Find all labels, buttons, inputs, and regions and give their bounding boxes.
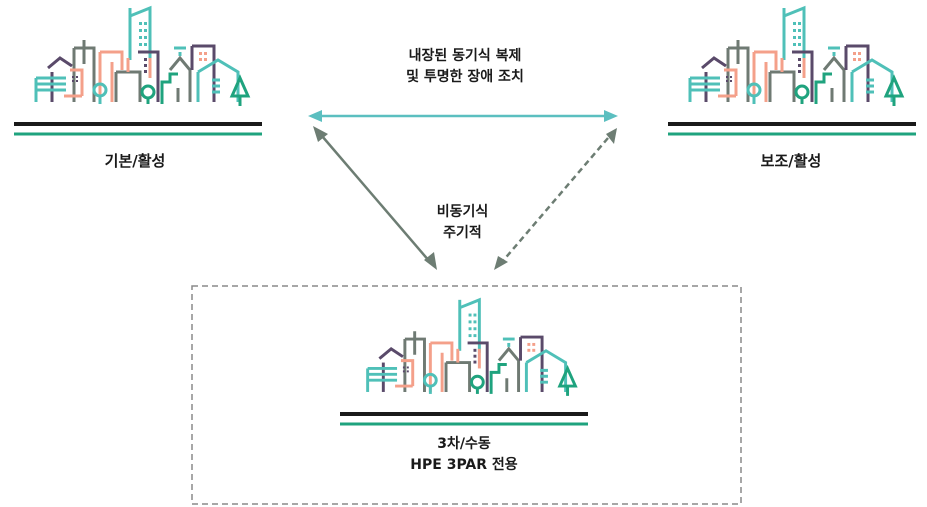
sync-link-label: 내장된 동기식 복제 및 투명한 장애 조치 (360, 46, 570, 88)
tertiary-site-label: 3차/수동 HPE 3PAR 전용 (384, 434, 544, 476)
async-replication-arrow (313, 126, 437, 270)
sync-link-label-line2: 및 투명한 장애 조치 (406, 69, 524, 85)
async-link-label-line1: 비동기식 (436, 204, 489, 220)
primary-city-illustration (34, 6, 250, 108)
tertiary-city-illustration (366, 298, 577, 398)
secondary-site-label: 보조/활성 (760, 152, 822, 170)
tertiary-site-box (191, 285, 742, 505)
sync-link-label-line1: 내장된 동기식 복제 (408, 48, 522, 64)
secondary-city-illustration (688, 6, 904, 108)
primary-site-label: 기본/활성 (104, 152, 166, 170)
async-link-label-line2: 주기적 (443, 225, 482, 241)
tertiary-site-label-line2: HPE 3PAR 전용 (410, 457, 518, 473)
async-link-label: 비동기식 주기적 (400, 202, 525, 244)
sync-replication-arrow (308, 110, 618, 122)
standby-replication-arrow (494, 128, 617, 270)
tertiary-site-label-line1: 3차/수동 (437, 436, 491, 452)
